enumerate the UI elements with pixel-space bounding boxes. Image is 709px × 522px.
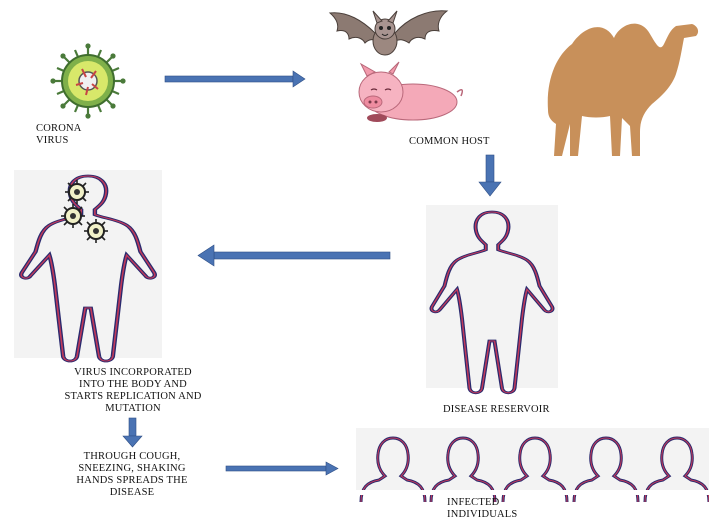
spread-disease-label: THROUGH COUGH, SNEEZING, SHAKING HANDS S… xyxy=(42,451,222,499)
corona-virus-label: CORONA VIRUS xyxy=(36,123,82,147)
camel-icon xyxy=(548,24,698,156)
infected-panel-cut xyxy=(356,490,709,495)
disease-reservoir-label: DISEASE RESERVOIR xyxy=(443,404,550,416)
corona-virus-icon xyxy=(50,43,125,118)
arrow-body-to-spread xyxy=(123,418,142,447)
common-host-label: COMMON HOST xyxy=(409,136,490,148)
arrow-virus-to-host xyxy=(165,71,305,87)
infected-individuals-label: INFECTED INDIVIDUALS xyxy=(447,497,517,521)
arrow-host-to-reservoir xyxy=(479,155,501,196)
arrow-spread-to-infected xyxy=(226,462,338,475)
virus-mark-icon xyxy=(65,180,89,204)
bat-icon xyxy=(330,11,447,55)
infected-body-figure xyxy=(21,176,155,361)
arrow-reservoir-to-body xyxy=(198,245,390,266)
virus-mark-icon xyxy=(61,204,85,228)
virus-mark-icon xyxy=(84,219,108,243)
virus-incorporated-label: VIRUS INCORPORATED INTO THE BODY AND STA… xyxy=(28,367,238,415)
pig-icon xyxy=(359,62,462,122)
reservoir-body-figure xyxy=(431,212,552,393)
